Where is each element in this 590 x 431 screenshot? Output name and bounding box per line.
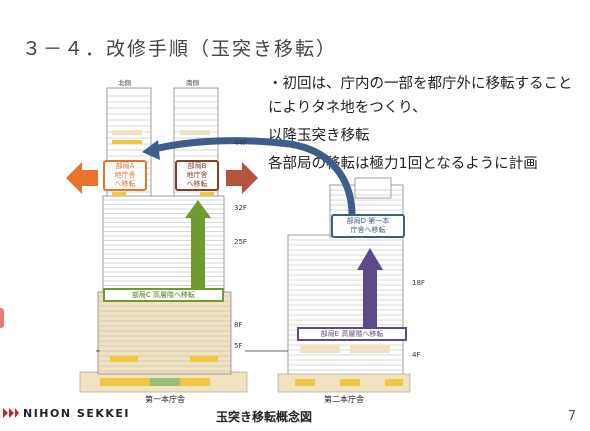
dept-b-box: 部局B 地庁舎 へ移転 [175, 160, 219, 191]
right-arrow-brown [226, 162, 258, 194]
second-building-crown [354, 177, 392, 199]
floor-25f: 25F [234, 238, 247, 246]
nihon-sekkei-logo-icon [3, 408, 19, 418]
bullet-line-3: 以降玉突き移転 [268, 128, 370, 144]
bullet-list: ・初回は、庁内の一部を都庁外に移転すること によりタネ地をつくり、 以降玉突き移… [268, 72, 573, 176]
purple-up-arrow [357, 248, 383, 330]
north-side-label: 北側 [118, 79, 131, 87]
first-building [79, 87, 248, 393]
dept-c-box: 部局C 高層階へ移転 [103, 288, 224, 302]
blue-curved-arrow [149, 137, 356, 215]
second-building-label: 第二本庁舎 [324, 395, 364, 404]
floor-18f: 18F [412, 279, 425, 287]
bullet-line-2: によりタネ地をつくり、 [268, 100, 427, 116]
first-building-mid [102, 195, 225, 293]
left-arrow-orange [66, 162, 98, 194]
company-logo: NIHON SEKKEI [3, 406, 130, 420]
bullet-line-1: ・初回は、庁内の一部を都庁外に移転すること [268, 76, 573, 92]
page-title: ３－４．改修手順（玉突き移転） [22, 38, 338, 60]
second-building [277, 177, 411, 393]
dept-e-box: 部局E 高層階へ移転 [297, 327, 407, 341]
dept-d-box: 部局D 第一本 庁舎へ移転 [331, 214, 405, 238]
floor-32f: 32F [234, 204, 247, 212]
dept-a-box: 部局A 地庁舎 へ移転 [103, 160, 147, 191]
floor-4f: 4F [412, 351, 421, 359]
diagram-caption: 玉突き移転概念図 [216, 410, 313, 424]
floor-5f: 5F [234, 342, 243, 350]
edge-mark [0, 308, 4, 328]
south-side-label: 南側 [186, 79, 199, 87]
first-building-label: 第一本庁舎 [145, 395, 185, 404]
floor-44f: 44F [234, 139, 247, 147]
green-up-arrow [185, 200, 211, 288]
page-number: 7 [567, 409, 576, 424]
floor-8f: 8F [234, 321, 243, 329]
